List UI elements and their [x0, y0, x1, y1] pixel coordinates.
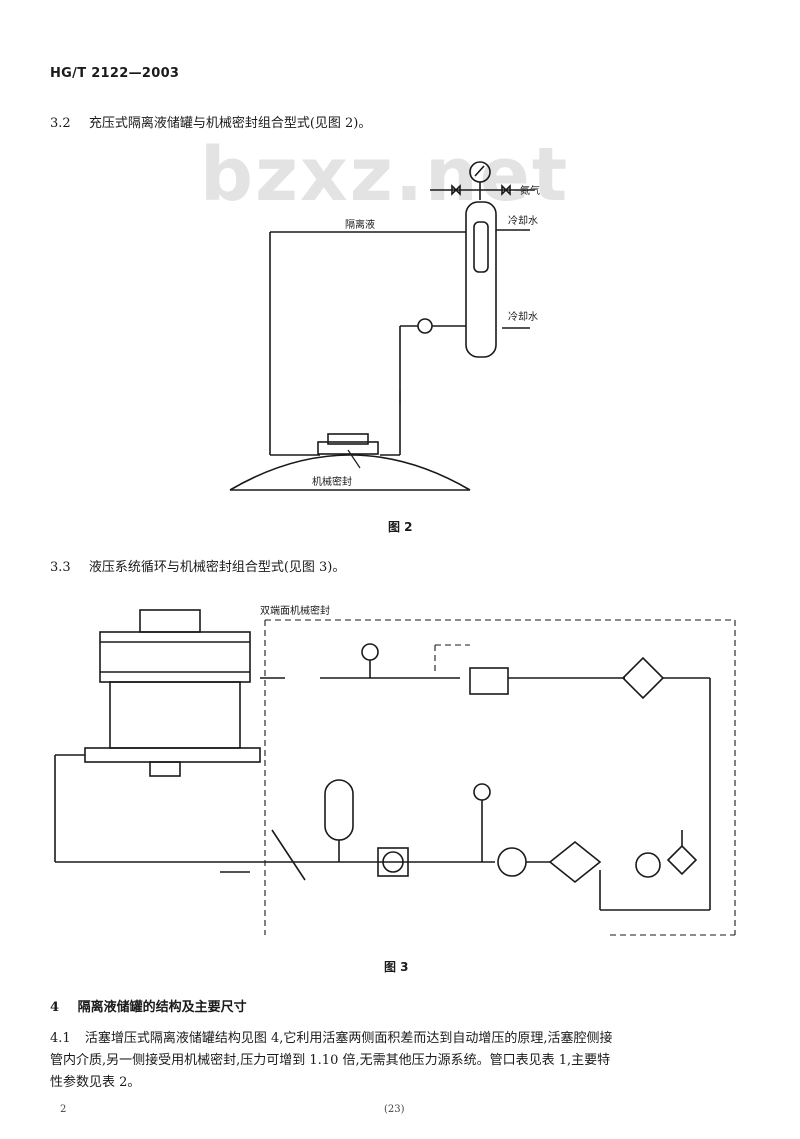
label-cooling-water-in: 冷却水 — [508, 310, 538, 323]
figure-3-caption: 图 3 — [384, 960, 409, 974]
center-mark: (23) — [384, 1104, 405, 1115]
section-title: 液压系统循环与机械密封组合型式(见图 3)。 — [88, 560, 346, 575]
shaft-top — [139, 609, 201, 633]
label-isolation-liquid: 隔离液 — [345, 218, 375, 231]
pressure-gauge — [361, 643, 379, 661]
section-3-3-heading: 3.3 液压系统循环与机械密封组合型式(见图 3)。 — [50, 556, 345, 575]
section-4-1-paragraph: 4.1 活塞增压式隔离液储罐结构见图 4,它利用活塞两侧面积差而达到自动增压的原… — [50, 1028, 750, 1094]
thermometer — [635, 852, 661, 878]
section-number: 4 — [50, 1000, 60, 1015]
pump — [497, 847, 527, 877]
seal-housing — [317, 441, 379, 455]
seal-chamber — [99, 631, 251, 683]
valve — [451, 184, 461, 196]
relief-valve — [469, 667, 509, 695]
section-title: 隔离液储罐的结构及主要尺寸 — [77, 1000, 247, 1015]
figure-2-diagram: 氮气 隔离液 冷却水 冷却水 机械密封 — [229, 161, 540, 491]
pump — [417, 318, 433, 334]
filter — [377, 847, 409, 877]
filter — [666, 844, 698, 876]
level-gauge — [473, 221, 489, 273]
pressure-gauge — [469, 161, 491, 183]
section-title: 充压式隔离液储罐与机械密封组合型式(见图 2)。 — [88, 116, 372, 131]
accumulator — [324, 779, 354, 841]
pressure-gauge — [473, 783, 491, 801]
watermark: bzxz.net — [200, 132, 570, 218]
label-cooling-water-out: 冷却水 — [508, 214, 538, 227]
section-number: 4.1 — [50, 1031, 71, 1046]
paragraph-line: 性参数见表 2。 — [50, 1075, 141, 1090]
paragraph-line: 管内介质,另一侧接受用机械密封,压力可增到 1.10 倍,无需其他压力源系统。管… — [50, 1053, 611, 1068]
section-4-heading: 4 隔离液储罐的结构及主要尺寸 — [50, 996, 247, 1015]
label-double-seal: 双端面机械密封 — [260, 604, 330, 617]
label-mechanical-seal: 机械密封 — [312, 475, 352, 488]
standard-number: HG/T 2122—2003 — [50, 66, 180, 81]
valve — [501, 184, 511, 196]
section-3-2-heading: 3.2 充压式隔离液储罐与机械密封组合型式(见图 2)。 — [50, 112, 371, 131]
section-number: 3.2 — [50, 116, 71, 131]
label-nitrogen: 氮气 — [520, 184, 540, 197]
flange — [84, 747, 261, 763]
paragraph-line: 4.1 活塞增压式隔离液储罐结构见图 4,它利用活塞两侧面积差而达到自动增压的原… — [50, 1028, 750, 1050]
page-number: 2 — [60, 1104, 67, 1115]
paragraph-text: 活塞增压式隔离液储罐结构见图 4,它利用活塞两侧面积差而达到自动增压的原理,活塞… — [84, 1031, 613, 1046]
figure-3-diagram: 双端面机械密封 — [54, 604, 736, 936]
figure-2-caption: 图 2 — [388, 520, 413, 534]
heat-exchanger — [621, 656, 665, 700]
vessel — [465, 201, 497, 358]
section-number: 3.3 — [50, 560, 71, 575]
cooler — [548, 840, 602, 884]
